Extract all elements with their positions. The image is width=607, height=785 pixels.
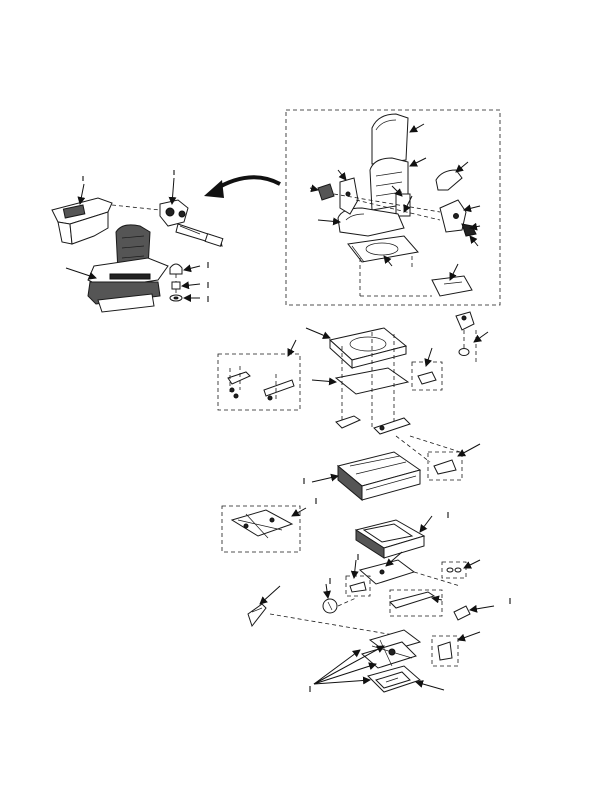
left-slide-rail <box>335 415 362 429</box>
upper-suspension-group <box>305 327 422 502</box>
right-slide-rail <box>373 417 411 435</box>
scissor-frame-inset <box>221 505 307 553</box>
headrest-pad <box>435 169 463 191</box>
link-rod-right <box>453 605 471 621</box>
adjust-handle-parts <box>455 311 489 362</box>
latch-inset <box>395 435 481 481</box>
armrest-console <box>51 197 161 245</box>
clip-inset <box>411 347 443 391</box>
assembled-seat <box>87 224 169 313</box>
backrest-cover-rear <box>371 113 409 165</box>
knob-hardware-stack <box>169 263 183 302</box>
armrest-bracket <box>159 199 224 247</box>
lumbar-knob <box>317 183 335 201</box>
assembled-seat-group <box>51 177 224 313</box>
backrest-explode-group <box>285 109 501 306</box>
release-handle <box>247 603 267 628</box>
assembled-seat-leaders <box>65 177 201 302</box>
instruction-tag <box>431 275 473 297</box>
seat-pan-plate <box>347 235 419 263</box>
lower-mount-plate <box>358 559 416 585</box>
lower-suspension-group <box>247 515 495 693</box>
backrest-dashed-frame <box>285 109 501 306</box>
curved-assembly-arrow <box>212 175 281 192</box>
link-rod-left <box>389 591 436 609</box>
curved-assembly-arrowhead <box>204 180 224 198</box>
recline-lever <box>461 223 477 237</box>
slide-rail-kit-inset <box>217 339 301 411</box>
callout-ticks <box>82 170 511 692</box>
